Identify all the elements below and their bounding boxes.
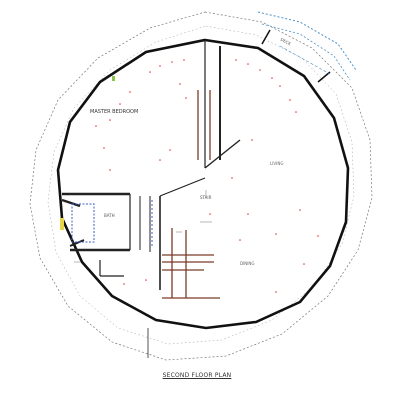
window-green xyxy=(112,76,115,81)
bath-fixtures xyxy=(71,200,153,246)
dimension-marks xyxy=(95,59,319,293)
room-label-bath: BATH xyxy=(104,213,115,218)
exterior-wall xyxy=(56,38,350,330)
detail-ticks xyxy=(74,190,212,263)
outer-eave-outline xyxy=(29,11,373,361)
stair xyxy=(162,90,220,299)
room-label-living: LIVING xyxy=(270,161,284,166)
deck-area xyxy=(257,11,357,83)
drawing-caption: SECOND FLOOR PLAN xyxy=(162,372,232,379)
interior-walls xyxy=(61,40,241,290)
room-label-dining: DINING xyxy=(240,261,255,266)
room-label-master-bedroom: MASTER BEDROOM xyxy=(90,109,139,115)
window-yellow xyxy=(60,218,64,230)
inner-eave-outline xyxy=(47,25,355,345)
room-label-stair: STAIR xyxy=(200,195,212,200)
